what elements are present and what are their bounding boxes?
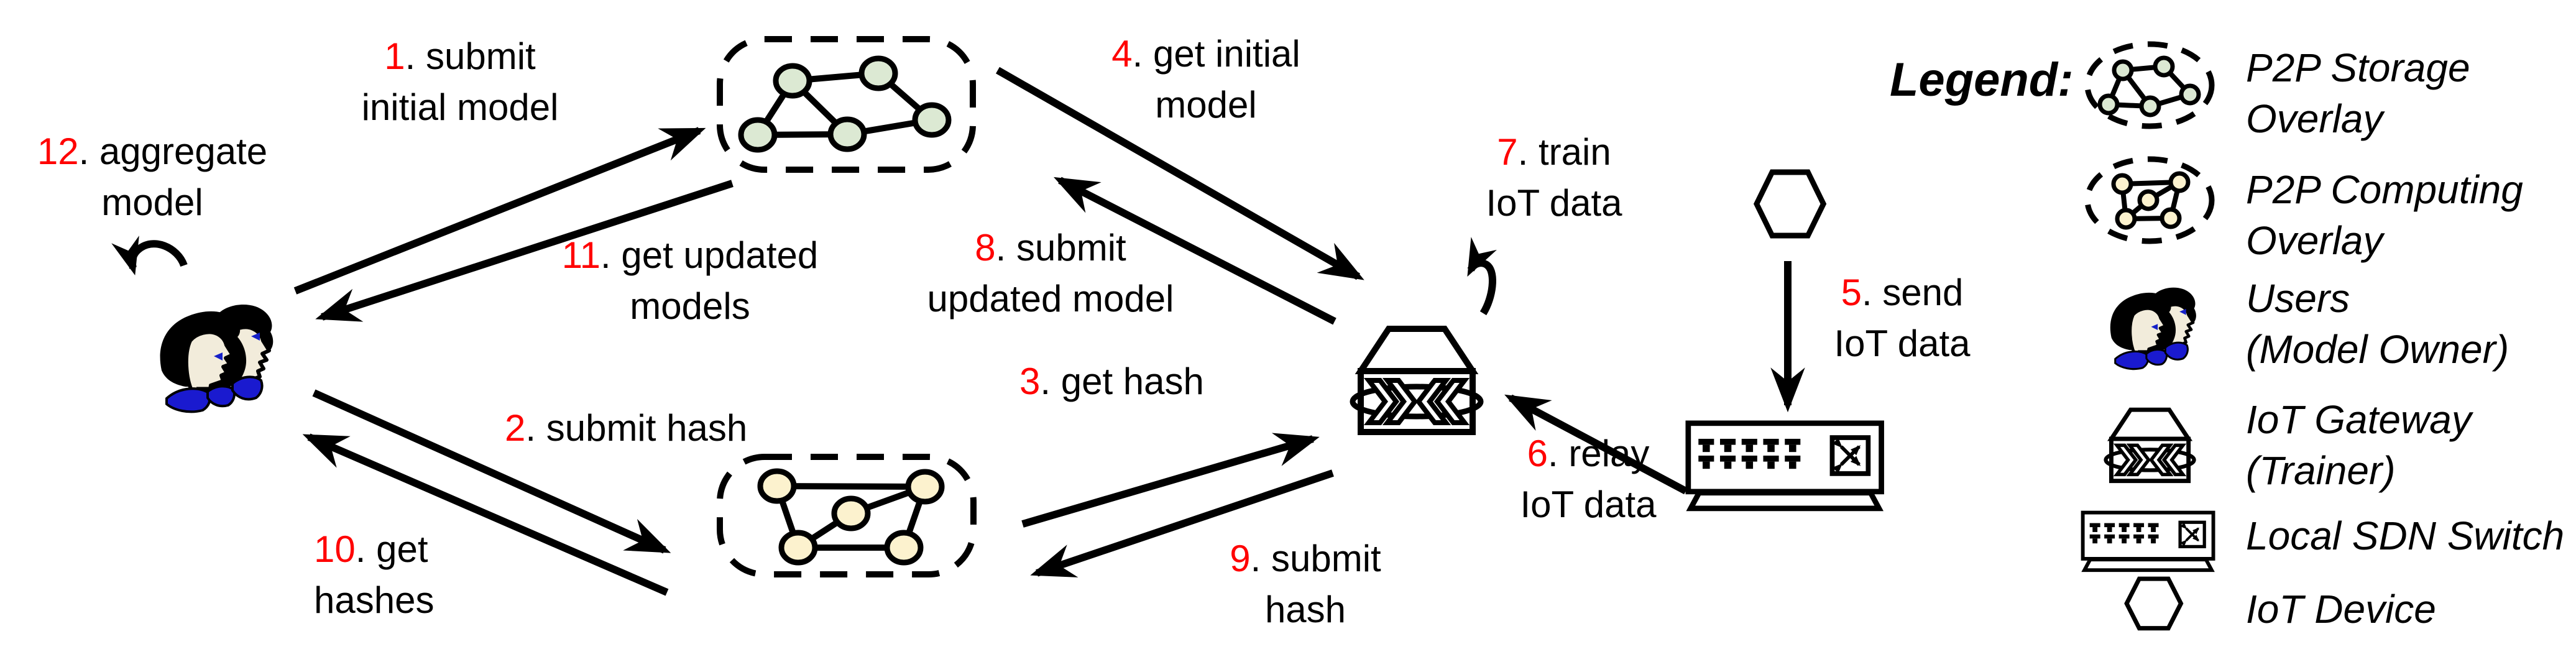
step-label-12: 12. aggregate model: [37, 131, 268, 223]
iot-device-icon: [1757, 172, 1824, 236]
self-loop-7-train-icon: [1467, 237, 1497, 316]
arrow-11-get-updated-models: [315, 180, 734, 322]
legend-iot-gateway-icon: [2105, 410, 2194, 481]
legend-p2p-storage-overlay-icon: [2084, 41, 2215, 129]
p2p-computing-overlay: [717, 454, 977, 577]
legend-users-icon: [2110, 288, 2196, 369]
self-loop-12-aggregate-icon: [111, 236, 188, 276]
arrow-10-get-hashes: [302, 433, 669, 596]
legend-label-users: Users (Model Owner): [2246, 276, 2509, 372]
arrow-2-submit-hash: [312, 389, 671, 554]
legend-label-iot-gateway: IoT Gateway (Trainer): [2246, 397, 2472, 493]
step-label-5: 5. send IoT data: [1834, 272, 1971, 364]
legend-label-p2p-computing-overlay: P2P Computing Overlay: [2246, 167, 2523, 263]
legend-iot-device-icon: [2127, 579, 2181, 628]
step-label-3: 3. get hash: [1019, 361, 1204, 402]
legend-local-sdn-switch-icon: [2083, 513, 2214, 571]
legend-title: Legend:: [1890, 53, 2074, 106]
step-label-8: 8. submit updated model: [927, 227, 1174, 320]
arrow-4-get-initial-model: [996, 67, 1364, 280]
step-label-7: 7. train IoT data: [1486, 131, 1622, 224]
step-label-11: 11. get updated models: [561, 234, 819, 327]
users-icon: [160, 305, 274, 411]
step-label-9: 9. submit hash: [1230, 538, 1381, 630]
legend-label-p2p-storage-overlay: P2P Storage Overlay: [2246, 45, 2470, 141]
p2p-storage-overlay: [717, 36, 976, 173]
step-label-1: 1. submit initial model: [361, 35, 559, 128]
step-label-2: 2. submit hash: [505, 407, 748, 449]
arrow-6-relay-iot-data: [1504, 394, 1688, 495]
arrow-8-submit-updated-model: [1053, 177, 1336, 325]
step-label-10: 10. get hashes: [314, 528, 435, 621]
arrow-9-submit-hash: [1030, 469, 1334, 577]
legend-p2p-computing-overlay-icon: [2084, 156, 2215, 244]
local-sdn-switch-icon: [1688, 423, 1882, 508]
arrow-1-submit-initial-model: [293, 127, 706, 295]
step-label-4: 4. get initial model: [1111, 33, 1300, 126]
step-label-6: 6. relay IoT data: [1520, 433, 1657, 525]
iot-gateway-icon: [1353, 329, 1481, 432]
arrow-3-get-hash: [1021, 433, 1320, 528]
legend-label-iot-device: IoT Device: [2246, 587, 2436, 632]
legend-label-local-sdn-switch: Local SDN Switch: [2246, 513, 2565, 558]
